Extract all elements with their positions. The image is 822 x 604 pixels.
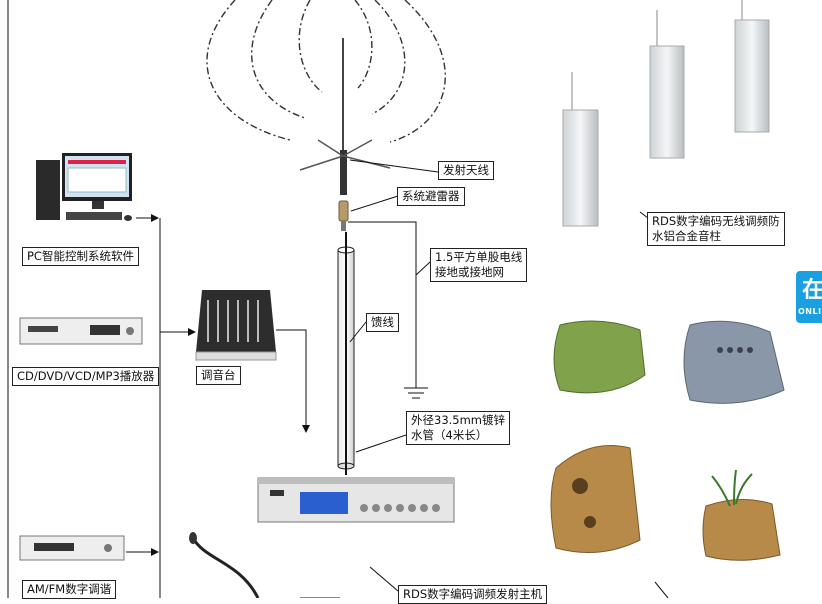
- online-service-tab[interactable]: 在 ONLI: [796, 271, 822, 323]
- label-ground-wire: 1.5平方单股电线 接地或接地网: [430, 248, 528, 282]
- label-antenna: 发射天线: [438, 161, 494, 180]
- rock-speaker-icon: [550, 320, 785, 561]
- label-transmitter: RDS数字编码调频发射主机: [398, 585, 548, 604]
- tuner-icon: [19, 535, 125, 561]
- ground-symbol-icon: [404, 387, 428, 399]
- cd-player-icon: [19, 317, 143, 345]
- radiation-waves: [206, 0, 446, 143]
- label-pc-software: PC智能控制系统软件: [22, 247, 139, 266]
- label-arrester: 系统避雷器: [397, 187, 465, 206]
- pipe-mast: [337, 232, 355, 475]
- side-tab-char: 在: [802, 278, 822, 303]
- computer-icon: [36, 153, 132, 221]
- label-rds-column: RDS数字编码无线调频防 水铝合金音柱: [647, 212, 785, 246]
- label-cd-player: CD/DVD/VCD/MP3播放器: [12, 367, 160, 386]
- label-feeder: 馈线: [366, 313, 399, 332]
- lightning-arrester-icon: [338, 200, 349, 231]
- column-speaker-icon: [562, 0, 770, 227]
- microphone-icon: [189, 532, 260, 598]
- label-pipe: 外径33.5mm镀锌 水管（4米长）: [406, 411, 511, 445]
- mixer-icon: [195, 290, 277, 361]
- label-mixer: 调音台: [196, 366, 241, 385]
- side-tab-text: ONLI: [798, 307, 822, 316]
- label-tuner: AM/FM数字调谐: [22, 580, 117, 599]
- transmitter-icon: [257, 477, 455, 523]
- antenna-icon: [299, 38, 391, 195]
